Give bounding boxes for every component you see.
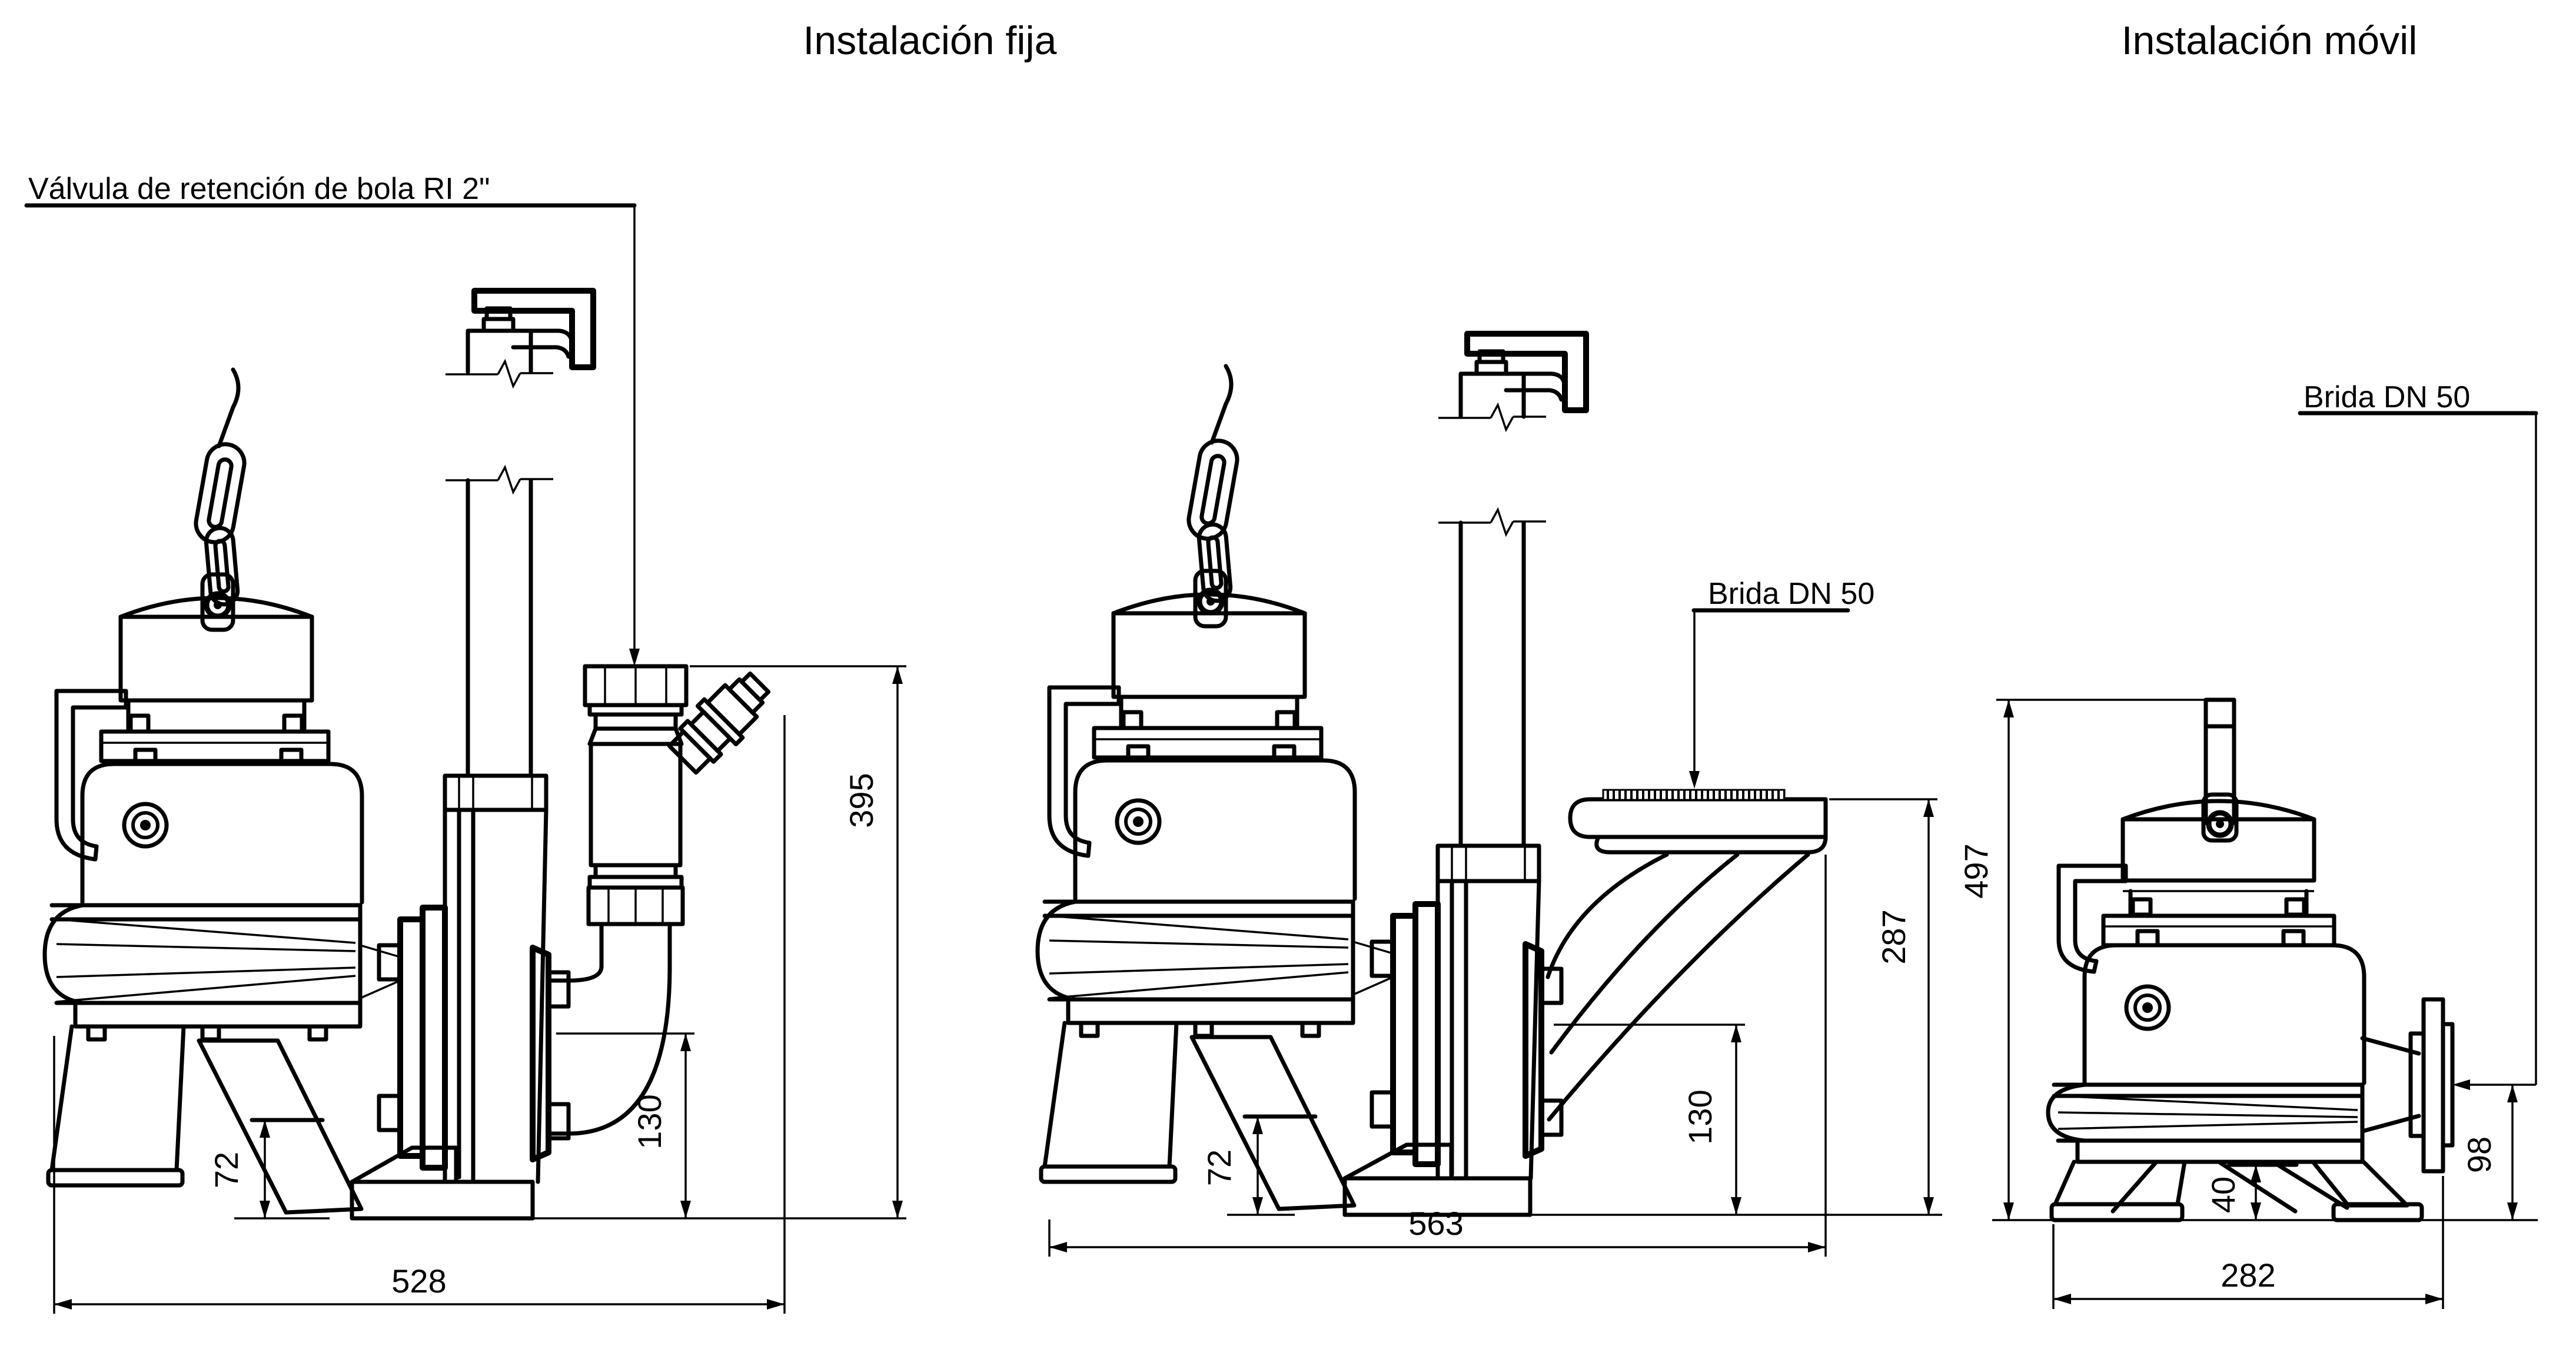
check-valve [583, 664, 771, 969]
dimension-overall-width-528: 528 [53, 715, 786, 1314]
leader-check-valve [24, 203, 640, 666]
guide-rail-pipe [466, 478, 533, 778]
svg-text:40: 40 [2205, 1177, 2242, 1213]
drawing-fixed-threaded: Válvula de retención de bola RI 2" 395 1… [24, 172, 906, 1314]
dimension-overall-width-563: 563 [1048, 855, 1827, 1257]
discharge-elbow [530, 945, 672, 1162]
dn50-flange-side [2360, 997, 2455, 1174]
drawing-mobile: Brida DN 50 497 98 40 [1957, 380, 2538, 1309]
svg-text:287: 287 [1875, 909, 1912, 964]
dn50-flange-horizontal [1568, 789, 1828, 855]
svg-text:130: 130 [631, 1094, 668, 1149]
svg-text:282: 282 [2221, 1257, 2275, 1294]
svg-text:528: 528 [391, 1262, 446, 1300]
valve-angled-plug [667, 671, 771, 775]
dimension-overall-width-282: 282 [2052, 1176, 2444, 1309]
dimension-overall-height-395: 395 [690, 665, 906, 1218]
dimension-flange-height-287: 287 [1829, 798, 1937, 1215]
svg-text:563: 563 [1408, 1205, 1463, 1242]
dimension-outlet-height-98: 98 [2461, 1085, 2518, 1220]
leader-flange-mid [1689, 608, 1850, 789]
label-flange-right: Brida DN 50 [2304, 380, 2470, 414]
svg-text:72: 72 [208, 1152, 245, 1188]
dimension-suction-height-40: 40 [2205, 1165, 2261, 1220]
leader-flange-right [2298, 411, 2538, 1090]
guide-claw-and-base [1342, 843, 1541, 1217]
svg-text:130: 130 [1681, 1089, 1719, 1144]
dimension-outlet-height-130: 130 [1554, 1024, 1745, 1215]
wall-bracket [1438, 331, 1589, 537]
dimension-suction-height-72: 72 [208, 1120, 270, 1218]
svg-text:395: 395 [843, 773, 880, 828]
svg-text:72: 72 [1201, 1149, 1238, 1186]
elbow-to-flange [1545, 852, 1810, 1122]
svg-text:497: 497 [1957, 843, 1995, 898]
drawing-fixed-flanged: Brida DN 50 287 130 72 [1038, 331, 1942, 1257]
pump-mobile [2046, 799, 2424, 1222]
label-check-valve: Válvula de retención de bola RI 2" [28, 172, 490, 206]
svg-text:98: 98 [2461, 1137, 2498, 1173]
guide-claw-and-base [350, 773, 549, 1221]
dimension-outlet-height-130: 130 [556, 1032, 694, 1218]
dimension-suction-height-72: 72 [1201, 1117, 1263, 1215]
title-mobile-installation: Instalación móvil [2122, 18, 2418, 63]
discharge-flange-stack [1352, 901, 1564, 1167]
guide-rail-pipe [1458, 520, 1526, 848]
title-fixed-installation: Instalación fija [803, 18, 1057, 63]
dimension-overall-height-497: 497 [1957, 699, 2213, 1220]
discharge-flange-stack [360, 905, 448, 1171]
label-flange-mid: Brida DN 50 [1708, 577, 1874, 611]
